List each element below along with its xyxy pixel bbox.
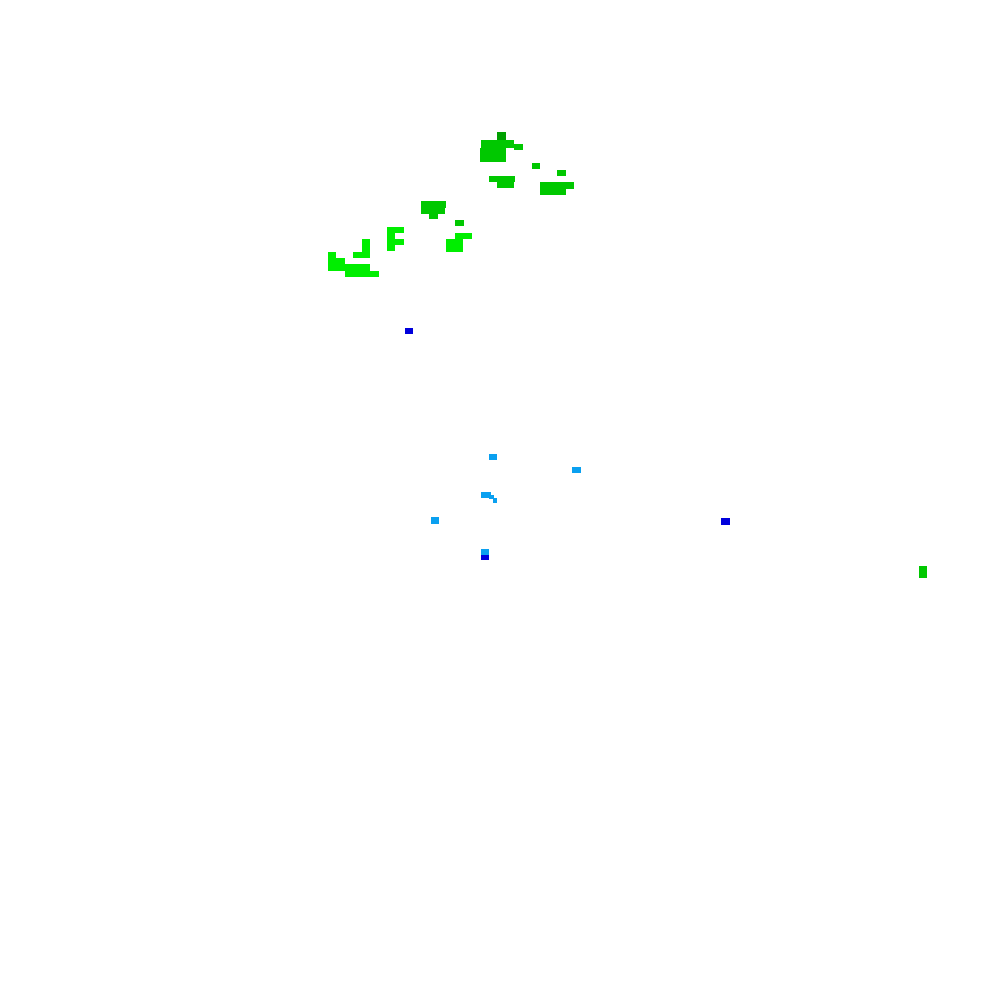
light-blue-point — [572, 467, 581, 473]
bright-green-cell — [446, 239, 463, 252]
green-cell — [455, 220, 464, 226]
green-cell — [421, 201, 446, 208]
green-cell — [514, 144, 523, 150]
green-cell — [540, 189, 566, 195]
east-green-point — [919, 566, 927, 578]
green-cell — [429, 214, 438, 219]
green-cell — [481, 140, 514, 148]
light-blue-point — [489, 495, 494, 499]
green-cell — [480, 148, 506, 162]
bright-green-cell — [345, 264, 370, 271]
bright-green-cell — [387, 239, 404, 245]
light-blue-point — [489, 454, 497, 460]
bright-green-cell — [328, 258, 345, 271]
dark-blue-point — [481, 555, 489, 560]
green-cell — [421, 208, 445, 214]
green-cell — [540, 182, 574, 189]
light-blue-point — [481, 549, 489, 555]
bright-green-cell — [387, 245, 395, 251]
dark-blue-point — [405, 328, 413, 334]
bright-green-cell — [328, 252, 336, 258]
light-blue-point — [481, 492, 491, 498]
light-blue-point — [431, 517, 439, 524]
dark-blue-point — [721, 518, 730, 525]
bright-green-cell — [353, 252, 370, 258]
green-cell — [557, 170, 566, 176]
bright-green-cell — [387, 227, 404, 233]
bright-green-cell — [362, 239, 370, 252]
green-cell — [489, 176, 515, 182]
green-cell — [497, 132, 506, 140]
green-cell — [532, 163, 540, 169]
bright-green-cell — [345, 271, 379, 277]
bright-green-cell — [455, 233, 472, 239]
light-blue-point — [493, 498, 497, 503]
green-cell — [497, 182, 514, 188]
